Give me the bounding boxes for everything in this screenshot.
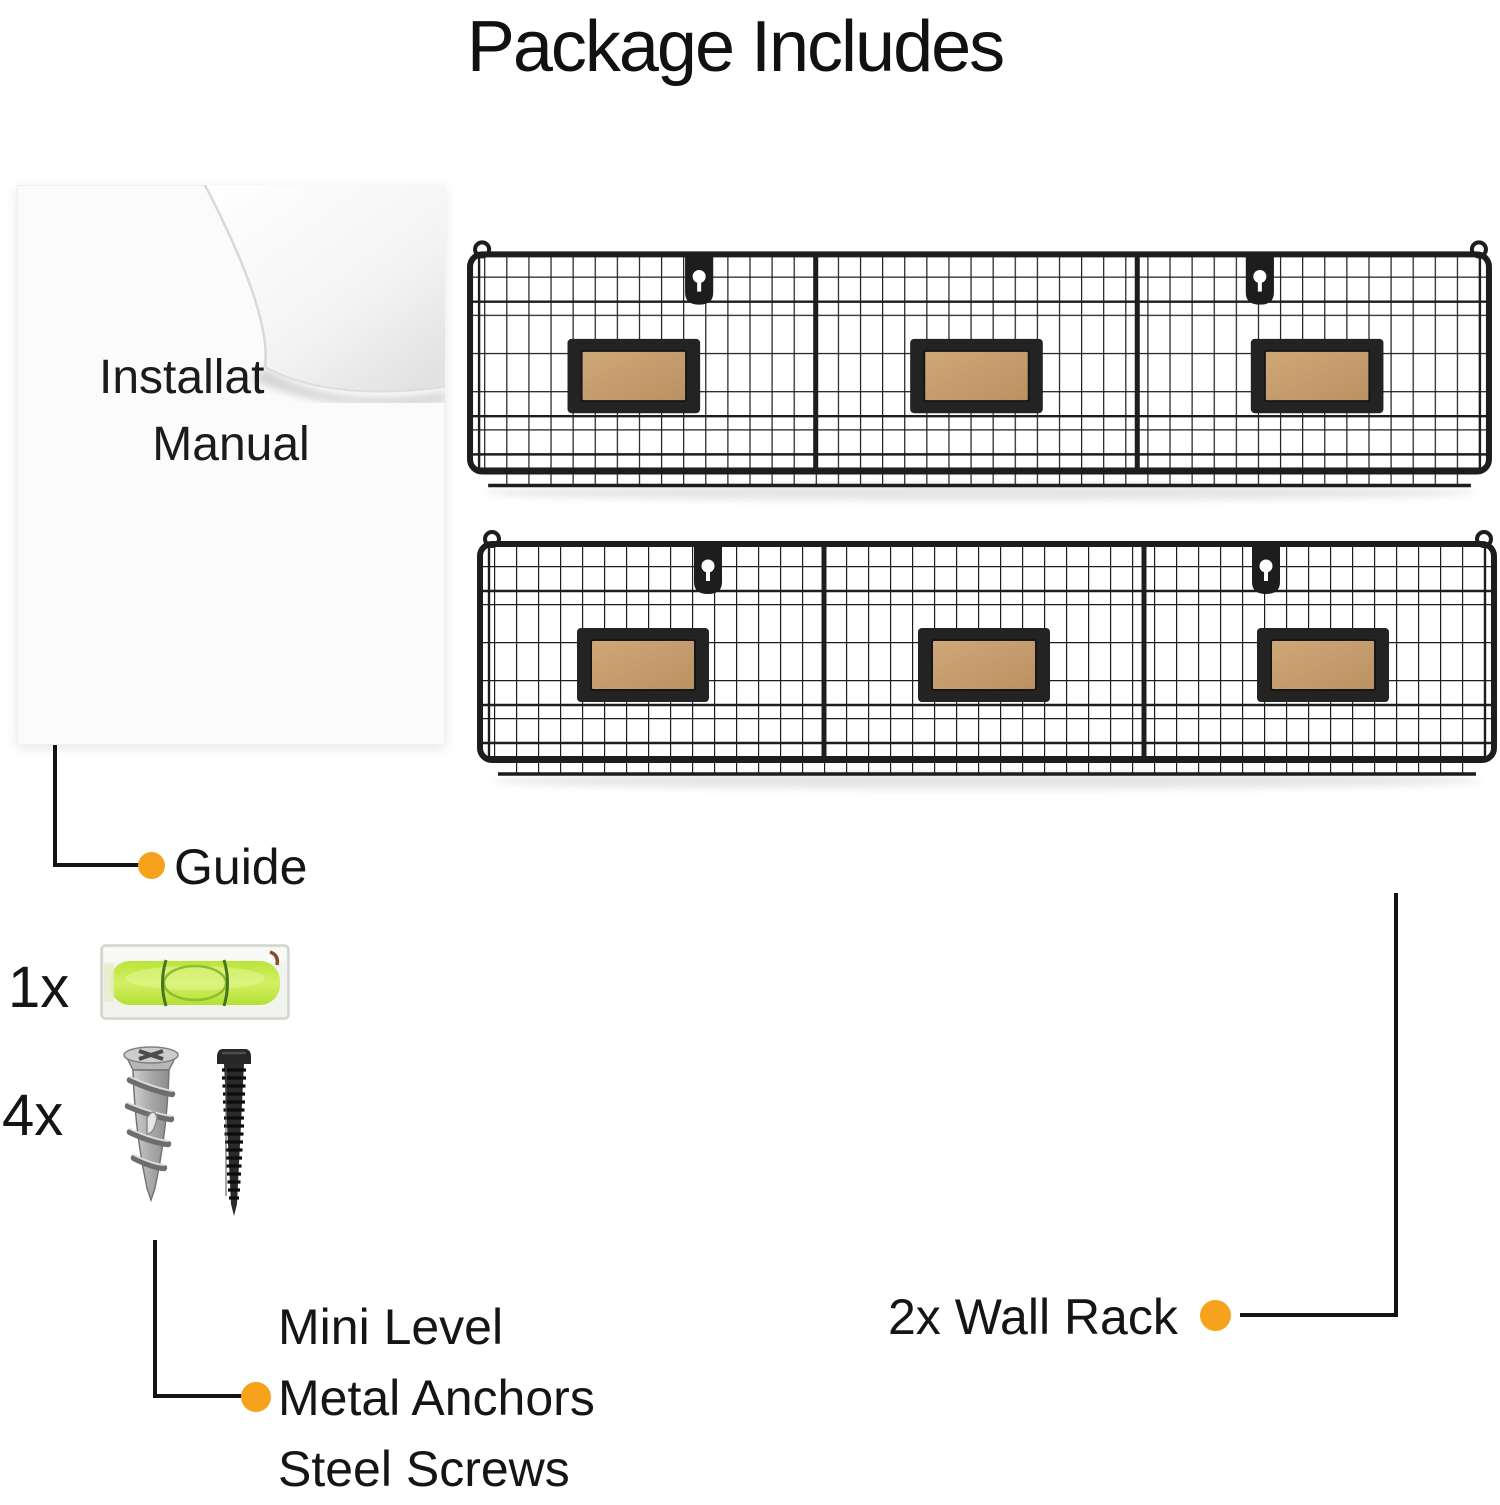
wire-wall-rack-top xyxy=(462,238,1497,510)
hardware-callout-hline xyxy=(153,1394,247,1398)
hardware-label-steel-screws: Steel Screws xyxy=(278,1441,570,1497)
manual-title-line1: Installat xyxy=(99,351,265,404)
rack-callout-dot xyxy=(1200,1300,1231,1331)
rack-label: 2x Wall Rack xyxy=(888,1289,1178,1345)
page-curl-icon xyxy=(203,185,445,403)
guide-callout-hline xyxy=(53,863,145,867)
hardware-label-mini-level: Mini Level xyxy=(278,1299,504,1355)
anchor-quantity: 4x xyxy=(2,1083,64,1148)
hardware-callout-vline xyxy=(153,1240,157,1398)
wire-wall-rack-bottom xyxy=(472,528,1500,798)
hardware-labels: Mini Level Metal Anchors Steel Screws xyxy=(278,1292,595,1505)
installation-manual: Installat Manual xyxy=(17,185,445,745)
hardware-label-metal-anchors: Metal Anchors xyxy=(278,1370,595,1426)
level-quantity: 1x xyxy=(8,955,70,1020)
steel-screw-icon xyxy=(217,1049,251,1216)
guide-callout-dot xyxy=(138,852,165,879)
rack-callout-hline xyxy=(1240,1313,1398,1317)
guide-label: Guide xyxy=(174,839,308,895)
page-title: Package Includes xyxy=(466,7,1005,87)
manual-title-line2: Manual xyxy=(152,418,310,471)
metal-anchor-icon xyxy=(123,1046,179,1203)
hardware-callout-dot xyxy=(241,1382,271,1412)
bubble-level-icon xyxy=(100,944,290,1020)
rack-callout-vline xyxy=(1394,893,1398,1317)
guide-callout-vline xyxy=(53,745,57,867)
